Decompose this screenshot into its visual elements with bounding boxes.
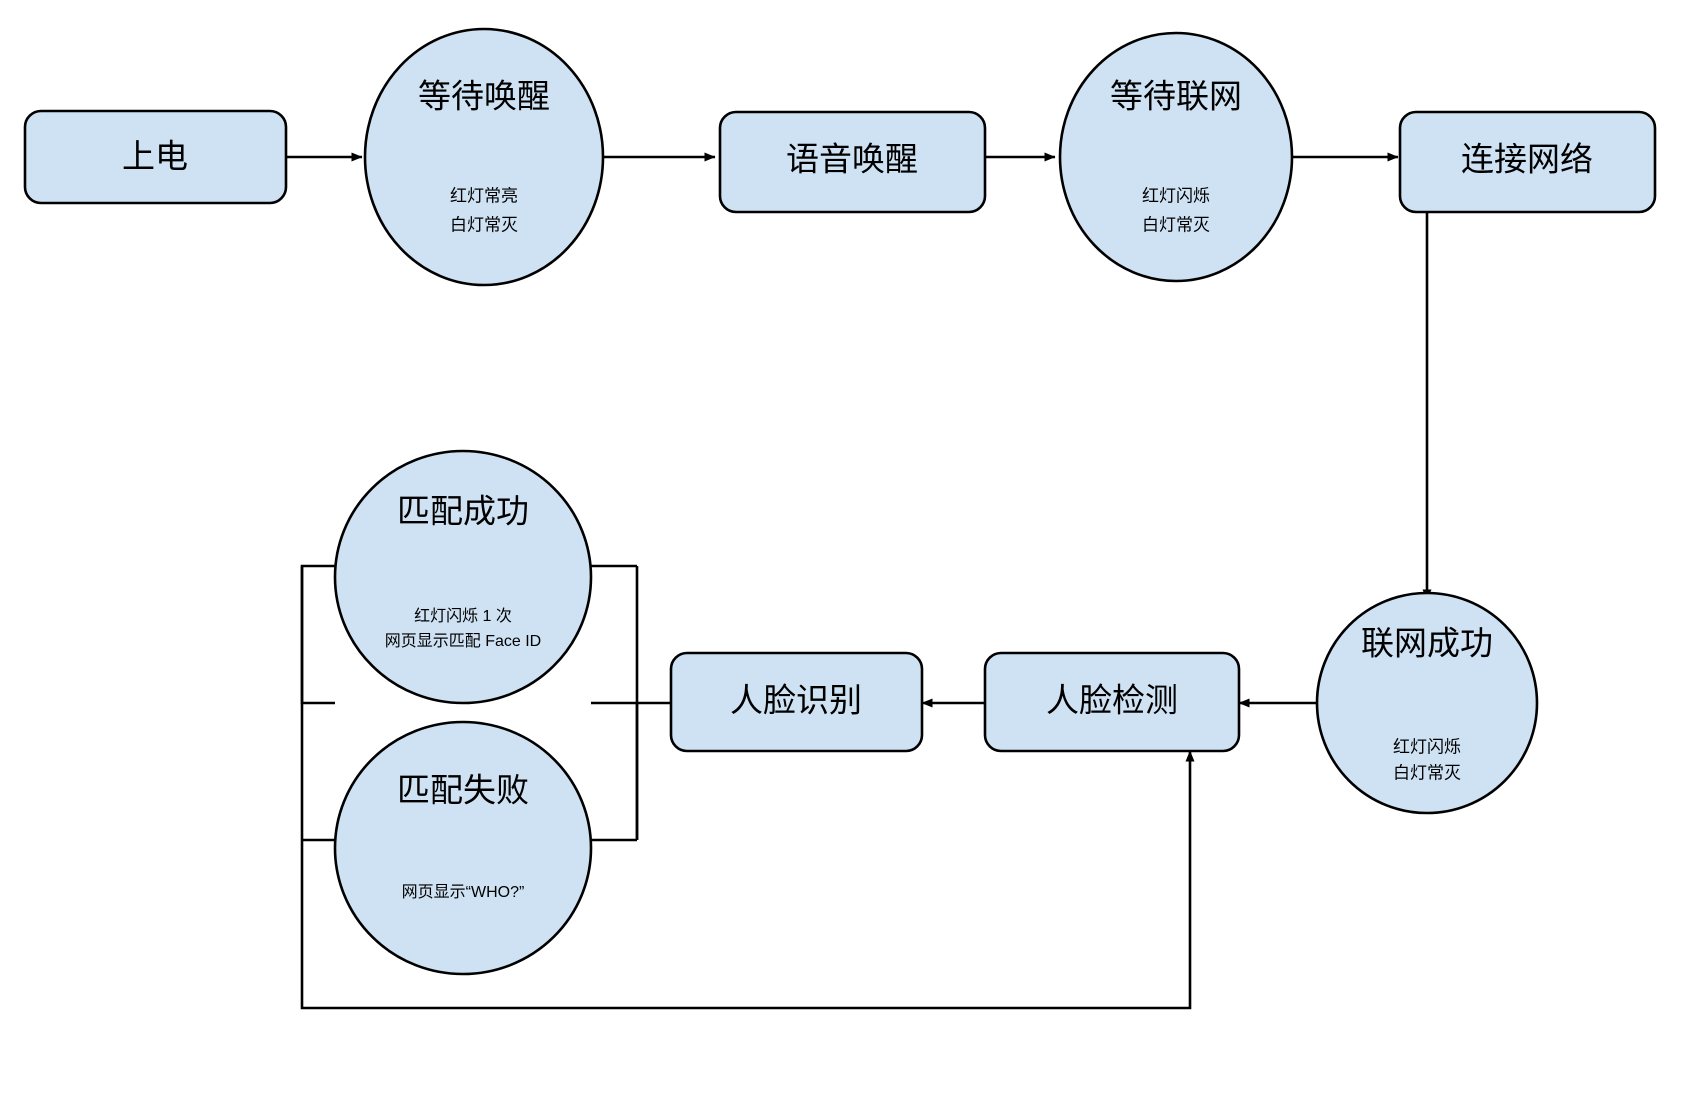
node-match-success[interactable]: 匹配成功 红灯闪烁 1 次 网页显示匹配 Face ID	[333, 449, 593, 705]
edge-match-fail-feedback-to-face-detect	[300, 750, 1195, 1010]
face-recognize-shape[interactable]	[669, 651, 924, 753]
node-face-recognize[interactable]: 人脸识别	[669, 651, 924, 753]
wait-network-sub-2: 白灯常灭	[1142, 215, 1210, 234]
face-detect-label: 人脸检测	[1046, 682, 1178, 719]
node-wait-network[interactable]: 等待联网 红灯闪烁 白灯常灭	[1058, 31, 1294, 283]
wait-wakeup-sub-2: 白灯常灭	[450, 215, 518, 234]
node-voice-wakeup[interactable]: 语音唤醒	[718, 110, 987, 214]
node-face-detect[interactable]: 人脸检测	[983, 651, 1241, 753]
wait-network-sub-1: 红灯闪烁	[1142, 186, 1210, 205]
network-success-sub-2: 白灯常灭	[1393, 763, 1461, 782]
node-network-success[interactable]: 联网成功 红灯闪烁 白灯常灭	[1315, 591, 1539, 815]
power-on-label: 上电	[122, 138, 188, 175]
power-on-shape[interactable]	[23, 109, 288, 205]
match-fail-sub-1: 网页显示“WHO?”	[402, 884, 525, 901]
network-success-shape[interactable]	[1315, 591, 1539, 815]
node-connect-network[interactable]: 连接网络	[1398, 110, 1657, 214]
edge-face-recognize-branch-trunk	[635, 566, 671, 840]
voice-wakeup-shape[interactable]	[718, 110, 987, 214]
face-recognize-label: 人脸识别	[730, 682, 862, 719]
face-detect-shape[interactable]	[983, 651, 1241, 753]
match-success-sub-1: 红灯闪烁 1 次	[414, 607, 512, 625]
network-success-sub-1: 红灯闪烁	[1393, 737, 1461, 756]
match-success-sub-2: 网页显示匹配 Face ID	[385, 632, 541, 650]
node-wait-wakeup[interactable]: 等待唤醒 红灯常亮 白灯常灭	[363, 27, 605, 287]
wait-network-shape[interactable]	[1058, 31, 1294, 283]
wait-network-label: 等待联网	[1110, 78, 1242, 115]
wait-wakeup-shape[interactable]	[363, 27, 605, 287]
wait-wakeup-label: 等待唤醒	[418, 78, 550, 115]
network-success-label: 联网成功	[1361, 625, 1493, 662]
connect-network-label: 连接网络	[1461, 141, 1593, 178]
connect-network-shape[interactable]	[1398, 110, 1657, 214]
node-match-fail[interactable]: 匹配失败 网页显示“WHO?”	[333, 720, 593, 976]
match-fail-shape[interactable]	[333, 720, 593, 976]
edge-layer	[286, 152, 1432, 1010]
match-success-label: 匹配成功	[397, 493, 529, 530]
wait-wakeup-sub-1: 红灯常亮	[450, 186, 518, 205]
match-success-shape[interactable]	[333, 449, 593, 705]
voice-wakeup-label: 语音唤醒	[786, 141, 918, 178]
node-power-on[interactable]: 上电	[23, 109, 288, 205]
match-fail-label: 匹配失败	[397, 772, 529, 809]
